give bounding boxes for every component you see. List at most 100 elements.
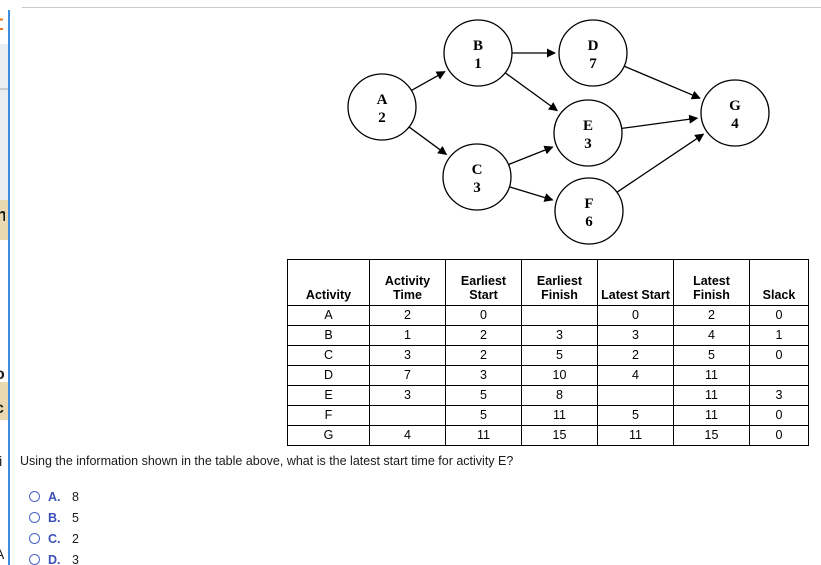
cell-slack: 0 bbox=[749, 405, 809, 426]
header-line: Slack bbox=[762, 288, 796, 302]
answer-choice-a[interactable]: A. 8 bbox=[29, 486, 79, 507]
cell-slack: 0 bbox=[749, 345, 809, 366]
header-line: Finish bbox=[693, 288, 730, 302]
header-line bbox=[753, 274, 805, 288]
diagram-edge-e-to-g bbox=[621, 114, 699, 130]
node-duration-e: 3 bbox=[584, 136, 592, 152]
cell-latest-finish: 11 bbox=[673, 405, 750, 426]
cell-activity-time: 3 bbox=[369, 385, 446, 406]
choice-value: 8 bbox=[72, 489, 79, 504]
header-line: Finish bbox=[541, 288, 578, 302]
cell-latest-start: 5 bbox=[597, 405, 674, 426]
node-circle-d bbox=[558, 19, 628, 87]
cell-earliest-start: 2 bbox=[445, 345, 522, 366]
left-fragment-c: c bbox=[0, 400, 4, 418]
left-panel-gray-block bbox=[0, 44, 8, 204]
cell-earliest-finish: 10 bbox=[521, 365, 598, 386]
cell-activity: F bbox=[287, 405, 370, 426]
header-line: Activity bbox=[384, 274, 431, 288]
cell-earliest-start: 2 bbox=[445, 325, 522, 346]
cell-activity: E bbox=[287, 385, 370, 406]
diagram-node-f: F6 bbox=[554, 177, 624, 245]
cell-latest-finish: 15 bbox=[673, 425, 750, 446]
cell-latest-start: 0 bbox=[597, 305, 674, 326]
diagram-node-a: A2 bbox=[347, 73, 417, 141]
header-line bbox=[601, 274, 670, 288]
cell-earliest-finish: 3 bbox=[521, 325, 598, 346]
cell-activity: C bbox=[287, 345, 370, 366]
header-line: Latest bbox=[693, 274, 730, 288]
diagram-node-b: B1 bbox=[443, 19, 513, 87]
answer-choice-b[interactable]: B.5 bbox=[29, 507, 79, 528]
diagram-edge-b-to-e bbox=[505, 72, 559, 112]
cell-earliest-finish: 5 bbox=[521, 345, 598, 366]
cell-earliest-start: 3 bbox=[445, 365, 522, 386]
node-circle-g bbox=[700, 79, 770, 147]
diagram-edge-a-to-b bbox=[411, 71, 446, 91]
choice-key: A. bbox=[48, 489, 61, 504]
radio-button-icon[interactable] bbox=[29, 512, 40, 523]
cell-slack: 0 bbox=[749, 305, 809, 326]
question-prompt: Using the information shown in the table… bbox=[20, 454, 514, 468]
left-panel-border bbox=[8, 10, 10, 565]
choice-key: D. bbox=[48, 552, 61, 565]
header-line: Latest Start bbox=[601, 288, 670, 302]
header-line: Time bbox=[393, 288, 422, 302]
cell-latest-start: 11 bbox=[597, 425, 674, 446]
cell-earliest-start: 0 bbox=[445, 305, 522, 326]
node-label-b: B bbox=[473, 38, 483, 54]
radio-button-icon[interactable] bbox=[29, 554, 40, 565]
node-duration-f: 6 bbox=[585, 214, 593, 230]
choice-key: C. bbox=[48, 531, 61, 546]
node-duration-c: 3 bbox=[473, 180, 481, 196]
cell-activity-time: 2 bbox=[369, 305, 446, 326]
node-label-d: D bbox=[588, 38, 599, 54]
left-fragment-o: o bbox=[0, 366, 4, 384]
diagram-node-g: G4 bbox=[700, 79, 770, 147]
answer-choice-d[interactable]: D.3 bbox=[29, 549, 79, 565]
cell-latest-start: 4 bbox=[597, 365, 674, 386]
diagram-edge-a-to-c bbox=[408, 126, 448, 155]
left-clipped-panel: C n o c li Al bbox=[0, 0, 10, 565]
answer-choice-c[interactable]: C.2 bbox=[29, 528, 79, 549]
cell-activity-time: 3 bbox=[369, 345, 446, 366]
cell-activity: D bbox=[287, 365, 370, 386]
diagram-edge-c-to-f bbox=[509, 186, 554, 202]
cell-slack: 3 bbox=[749, 385, 809, 406]
cell-activity: B bbox=[287, 325, 370, 346]
table-header-latest-start: Latest Start bbox=[597, 259, 674, 306]
cell-activity-time: 4 bbox=[369, 425, 446, 446]
cell-activity-time: 1 bbox=[369, 325, 446, 346]
diagram-edge-c-to-e bbox=[508, 145, 554, 166]
node-label-a: A bbox=[377, 92, 388, 108]
radio-button-icon[interactable] bbox=[29, 533, 40, 544]
node-circle-b bbox=[443, 19, 513, 87]
cell-activity: G bbox=[287, 425, 370, 446]
left-fragment-al: Al bbox=[0, 545, 4, 563]
cell-earliest-start: 11 bbox=[445, 425, 522, 446]
choice-value: 5 bbox=[72, 510, 79, 525]
cell-slack: 1 bbox=[749, 325, 809, 346]
cell-earliest-start: 5 bbox=[445, 385, 522, 406]
cell-activity-time: 7 bbox=[369, 365, 446, 386]
left-panel-divider bbox=[0, 88, 8, 90]
node-circle-c bbox=[442, 143, 512, 211]
cell-latest-start bbox=[597, 385, 674, 406]
header-line bbox=[291, 274, 366, 288]
cell-slack bbox=[749, 365, 809, 386]
radio-button-icon[interactable] bbox=[29, 491, 40, 502]
left-fragment-li: li bbox=[0, 453, 3, 469]
table-header-slack: Slack bbox=[749, 259, 809, 306]
node-label-f: F bbox=[584, 196, 593, 212]
